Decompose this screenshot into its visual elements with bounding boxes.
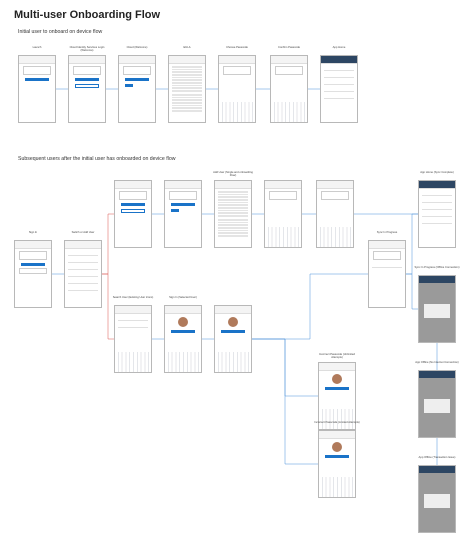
flow-connector (406, 213, 418, 275)
screen-caption: Incorrect Passcode (Limited Attempts) (314, 421, 360, 424)
flow-connector (102, 213, 114, 275)
flow-screen (316, 180, 354, 248)
section-label-initial: Initial user to onboard on device flow (18, 29, 103, 35)
flow-screen (418, 465, 456, 533)
screen-caption: Sign In (Selected User) (169, 296, 197, 299)
flow-screen (168, 55, 206, 123)
screen-caption: Launch (32, 46, 42, 49)
screen-caption: App Home (Sync Complete) (420, 171, 454, 174)
screen-caption: Sign In (28, 231, 38, 234)
screen-caption: App Home (332, 46, 346, 49)
flow-screen (218, 55, 256, 123)
flow-screen (270, 55, 308, 123)
screen-caption: App Offline (No Internet Connection) (415, 361, 459, 364)
screen-caption: Choose Passcode (226, 46, 248, 49)
screen-caption: Sync In Progress (Offline Connection) (414, 266, 460, 269)
screen-caption: Search User (Existing User Icons) (112, 296, 154, 299)
screen-caption: EULA (183, 46, 191, 49)
flow-screen (164, 180, 202, 248)
flow-screen (318, 430, 356, 498)
flow-screen (418, 275, 456, 343)
screen-caption: Add User (Single and onboarding Flow) (213, 171, 253, 177)
flow-screen (264, 180, 302, 248)
flow-screen (164, 305, 202, 373)
flow-screen (320, 55, 358, 123)
page-title: Multi-user Onboarding Flow (14, 9, 161, 21)
flow-screen (418, 180, 456, 248)
flow-screen (114, 180, 152, 248)
flow-screen (68, 55, 106, 123)
flow-screen (114, 305, 152, 373)
screen-caption: Cloud (Welcome) (126, 46, 148, 49)
flow-screen (14, 240, 52, 308)
flow-connector (252, 273, 368, 340)
screen-caption: Cloud Identity Services Login (Welcome) (69, 46, 105, 52)
flow-screen (18, 55, 56, 123)
screen-caption: Confirm Passcode (278, 46, 300, 49)
screen-caption: Switch or Add User (71, 231, 95, 234)
screen-caption: App Offline (Transaction Issue) (418, 456, 456, 459)
screen-caption: Sync In Progress (376, 231, 398, 234)
flow-screen (214, 180, 252, 248)
screen-caption: Incorrect Passcode (Unlimited Attempts) (319, 353, 355, 359)
flow-screen (64, 240, 102, 308)
flow-connector (102, 273, 114, 340)
flow-screen (368, 240, 406, 308)
flow-screen (214, 305, 252, 373)
flow-connector (406, 273, 418, 310)
flow-screen (418, 370, 456, 438)
section-label-subsequent: Subsequent users after the initial user … (18, 156, 176, 162)
flow-screen (318, 362, 356, 430)
flow-screen (118, 55, 156, 123)
flow-connector (252, 338, 318, 465)
